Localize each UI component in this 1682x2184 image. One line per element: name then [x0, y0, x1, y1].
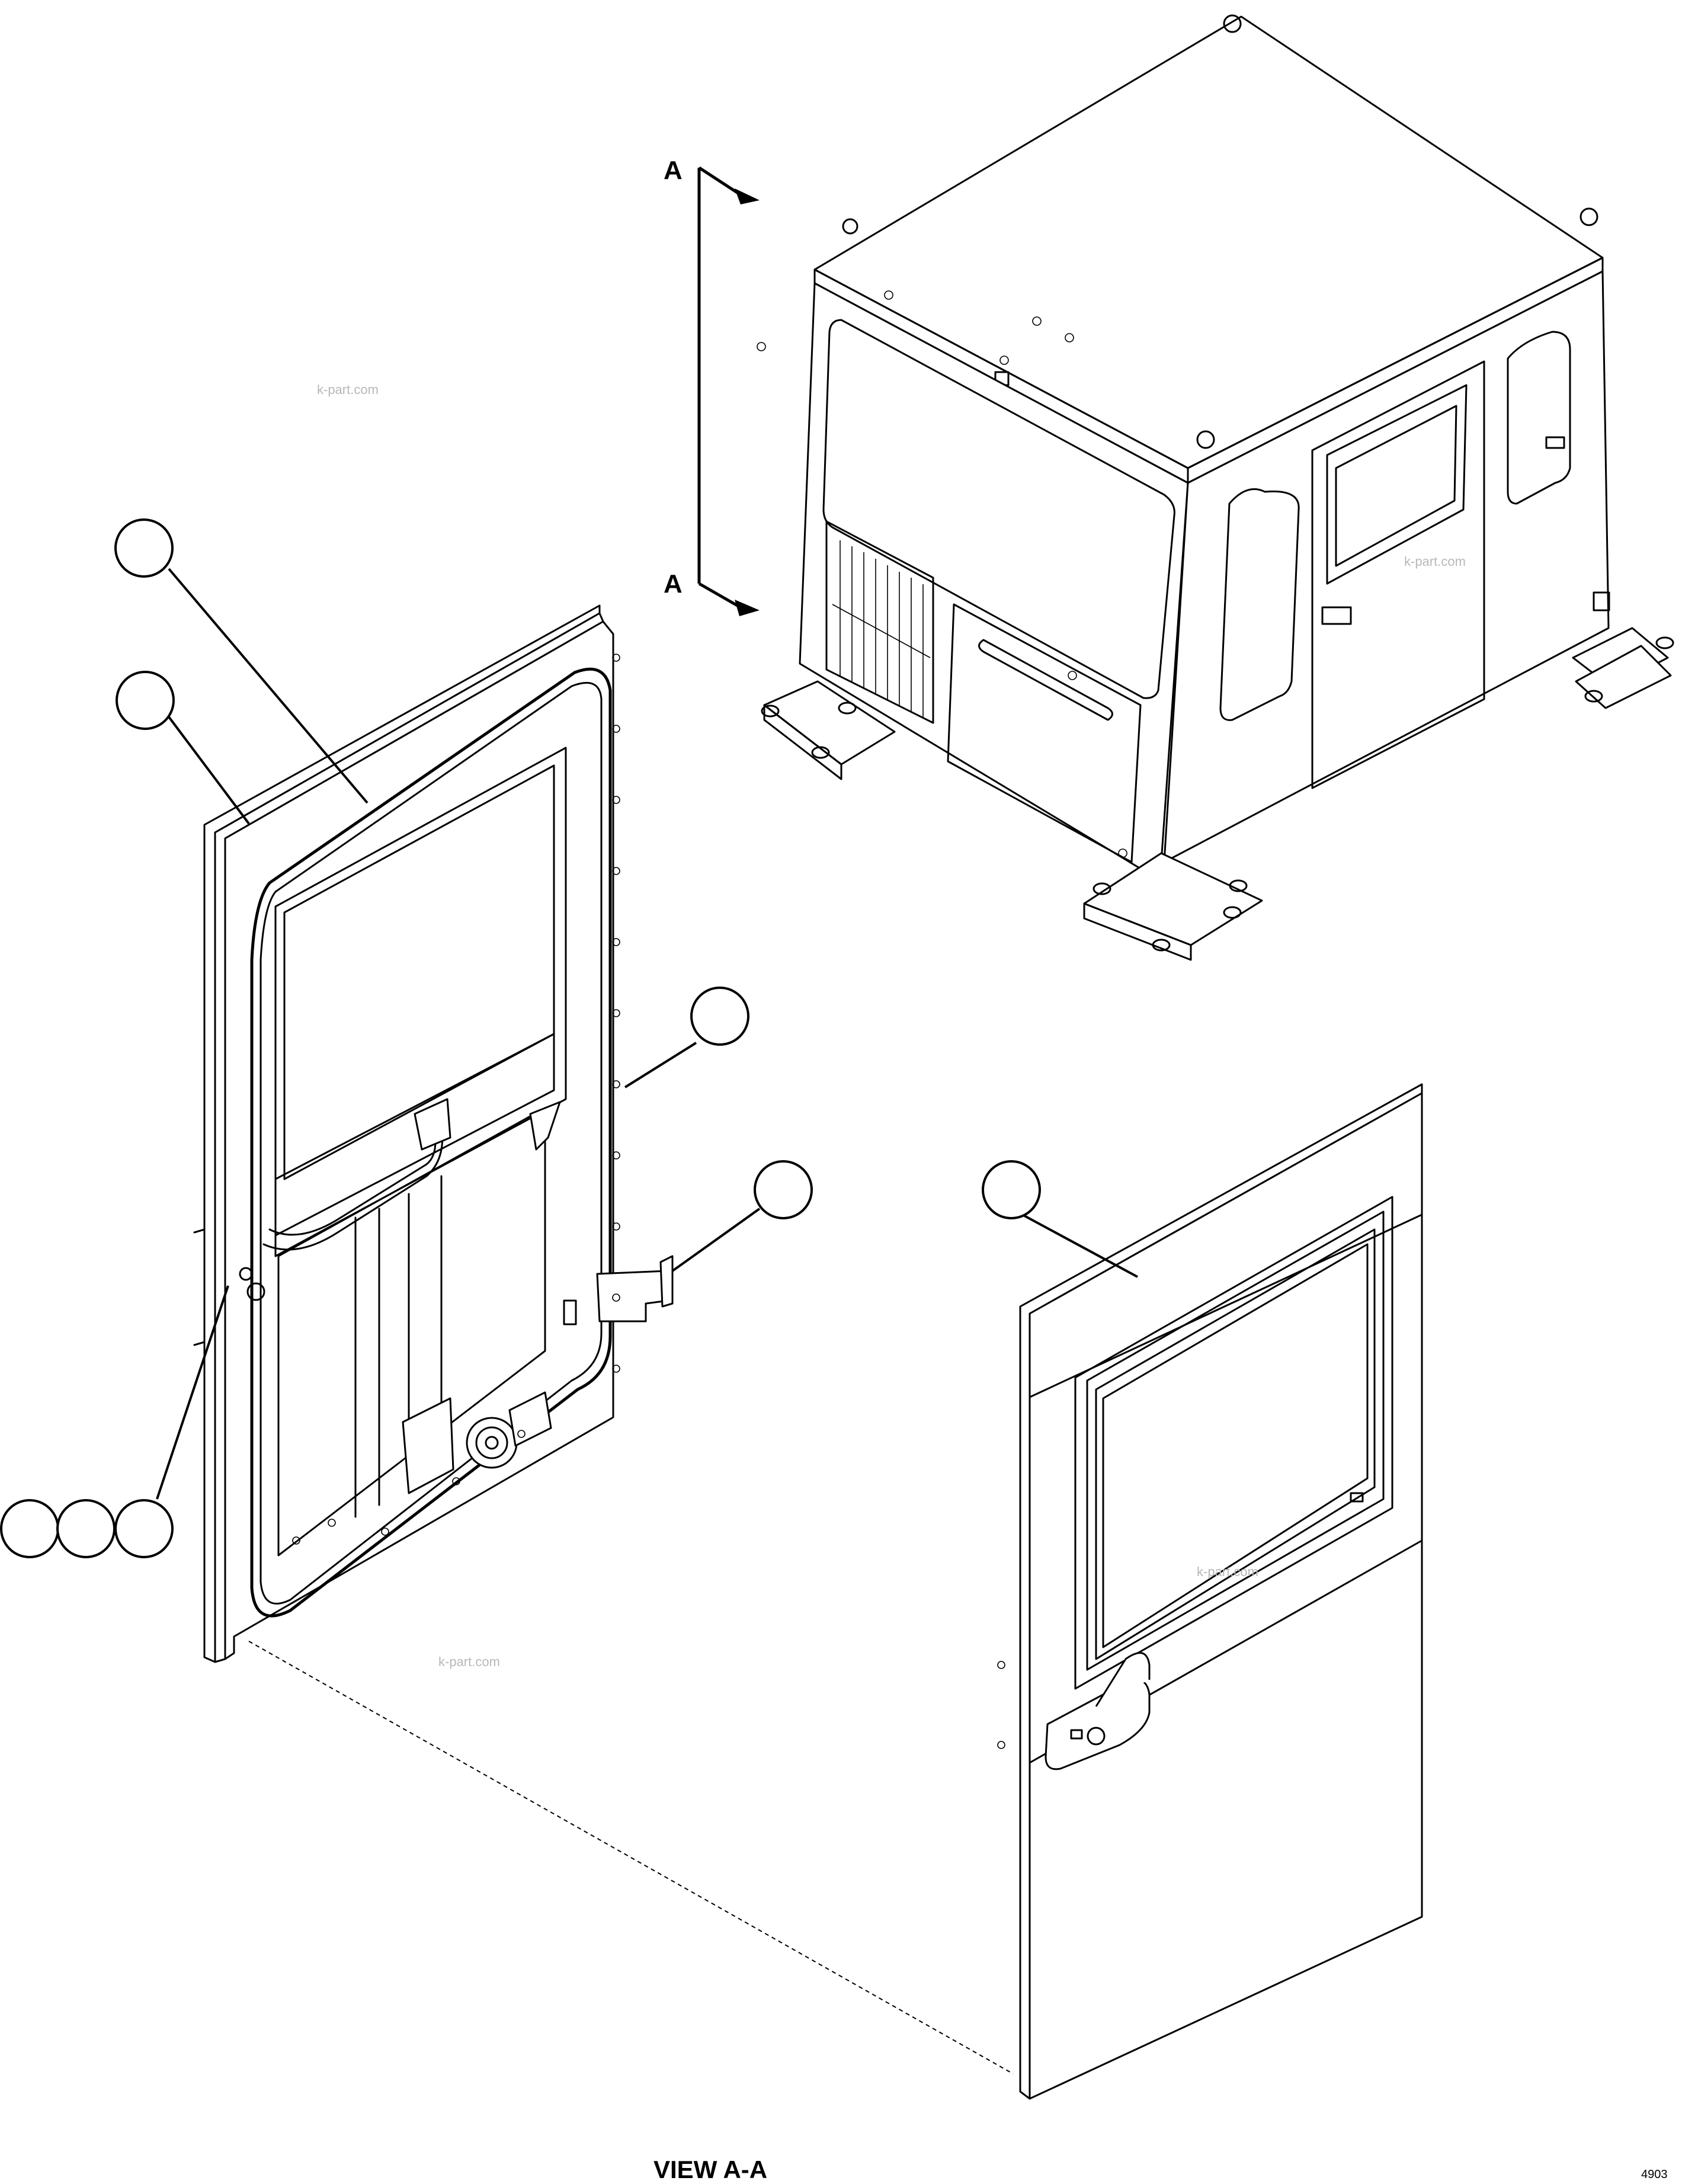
callout-balloon [690, 987, 749, 1046]
watermark-left: k-part.com [317, 382, 379, 397]
callout-balloon [754, 1160, 813, 1219]
section-marker: A A [664, 156, 760, 616]
watermark-door: k-part.com [1197, 1564, 1258, 1579]
watermark-bottom: k-part.com [438, 1654, 500, 1669]
view-label: VIEW A-A [653, 2156, 767, 2183]
drawing-number: 4903 [1641, 2168, 1668, 2181]
door-handle [1045, 1652, 1151, 1770]
arrow-head-bottom [735, 600, 760, 616]
section-label-top: A [664, 156, 683, 185]
callout-balloon [114, 518, 174, 578]
watermark-cab: k-part.com [1404, 554, 1466, 569]
section-label-bottom: A [664, 569, 683, 598]
callouts [0, 518, 1138, 1558]
cab-assembly: k-part.com [757, 14, 1674, 961]
callout-balloon [116, 671, 175, 730]
callout-balloon [56, 1499, 116, 1558]
door-inner-view: k-part.com k-part.com [193, 382, 674, 1669]
arrow-head-top [735, 188, 760, 204]
callout-balloon [0, 1499, 59, 1558]
louver-grille [832, 540, 931, 717]
callout-balloon [982, 1160, 1041, 1219]
explosion-line [248, 1641, 1014, 2074]
callout-balloon [114, 1499, 174, 1558]
window-regulator-motor [466, 1391, 552, 1469]
door-outer-view: k-part.com [997, 1083, 1423, 2100]
